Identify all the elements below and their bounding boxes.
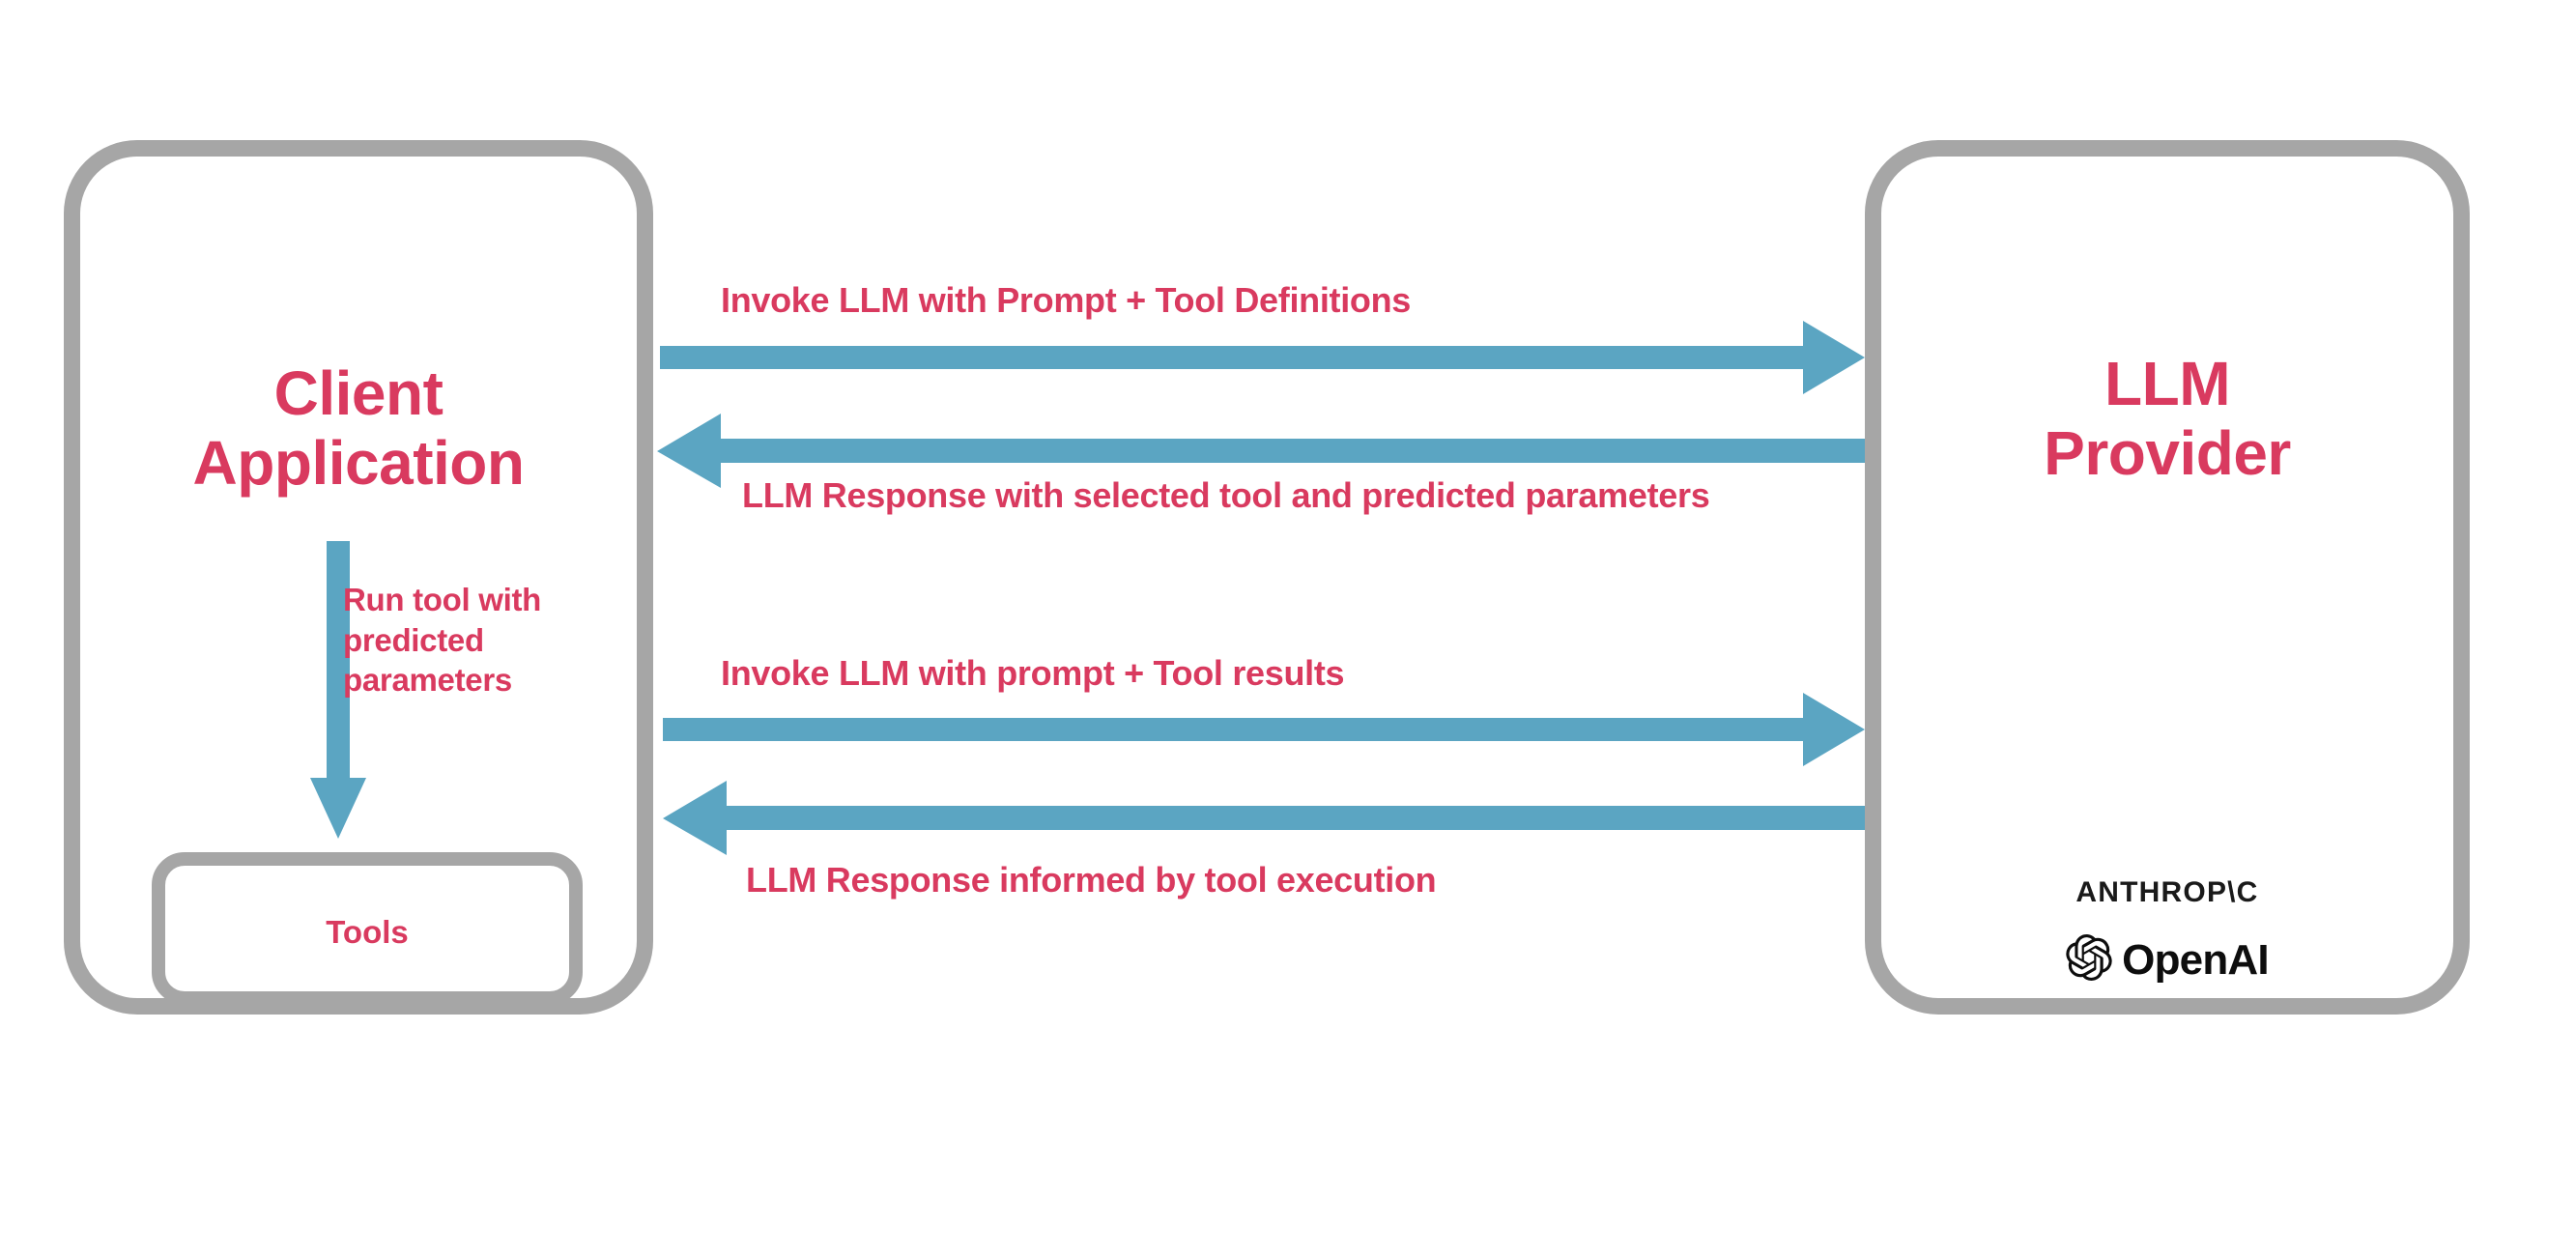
openai-logo: OpenAI: [1881, 934, 2453, 986]
openai-flower-icon: [2066, 934, 2112, 986]
llm-response-final-arrow: [663, 781, 1865, 856]
client-application-node[interactable]: Client Application Tools: [64, 140, 653, 1015]
llm-response-final-label: LLM Response informed by tool execution: [746, 860, 1437, 900]
invoke-llm-tools-label: Invoke LLM with Prompt + Tool Definition…: [721, 280, 1412, 320]
run-tool-arrow: [304, 541, 372, 841]
openai-wordmark: OpenAI: [2122, 935, 2269, 984]
invoke-llm-results-label: Invoke LLM with prompt + Tool results: [721, 653, 1345, 693]
invoke-llm-tools-arrow: [660, 319, 1865, 396]
anthropic-logo: ANTHROP\C: [2075, 876, 2259, 908]
tools-node[interactable]: Tools: [152, 852, 583, 1005]
llm-response-tool-arrow: [657, 414, 1865, 489]
tools-label: Tools: [326, 914, 409, 950]
invoke-llm-results-arrow: [663, 691, 1865, 768]
llm-provider-node[interactable]: LLM Provider ANTHROP\C OpenAI: [1865, 140, 2470, 1015]
client-application-title: Client Application: [192, 358, 525, 498]
llm-response-tool-label: LLM Response with selected tool and pred…: [742, 475, 1710, 515]
llm-provider-title: LLM Provider: [2044, 349, 2291, 488]
run-tool-arrow-label: Run tool with predicted parameters: [343, 582, 542, 699]
